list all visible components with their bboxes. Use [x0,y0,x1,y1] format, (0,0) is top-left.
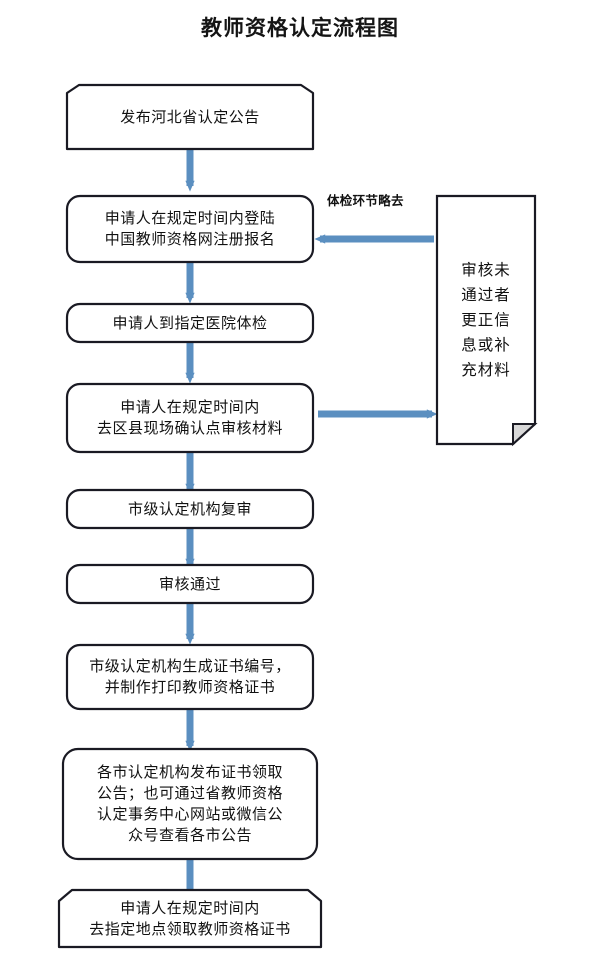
node-shape-publish-announcement[interactable] [65,83,315,151]
node-shape-pickup-certificate[interactable] [57,888,323,949]
edge-label-skip-medical-exam: 体检环节略去 [327,193,404,208]
node-shape-city-review[interactable] [65,488,315,530]
node-shape-rejected-fix[interactable] [435,194,537,446]
node-shape-collect-announcement[interactable] [61,747,319,861]
node-shape-generate-certificate[interactable] [65,643,315,711]
node-shape-review-passed[interactable] [65,563,315,605]
folded-corner-icon [512,423,538,447]
page-title: 教师资格认定流程图 [201,15,399,40]
node-shape-register-online[interactable] [65,194,315,264]
node-shape-onsite-verify[interactable] [65,382,315,454]
node-shape-medical-exam[interactable] [65,302,315,344]
